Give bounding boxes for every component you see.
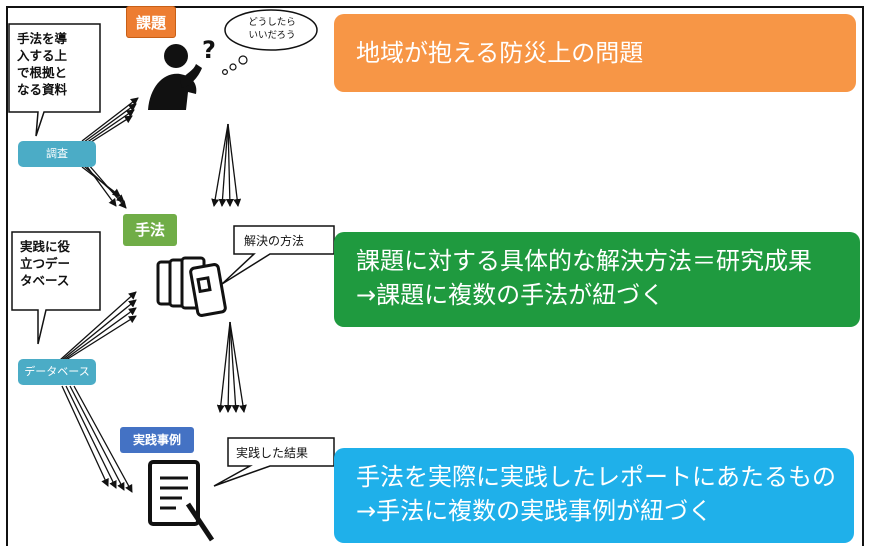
- tag-jissen-jirei: 実践事例: [120, 427, 194, 453]
- node-database: データベース: [18, 359, 96, 385]
- person-thinking-icon: ?: [148, 36, 216, 110]
- frame-border: [6, 6, 864, 546]
- callout-box-chousa: [8, 23, 101, 137]
- banner-method: 課題に対する具体的な解決方法＝研究成果 →課題に複数の手法が紐づく: [334, 232, 860, 327]
- tag-kadai: 課題: [126, 6, 176, 38]
- callout-text-chousa: 手法を導 入する上 で根拠と なる資料: [17, 31, 68, 97]
- banner-practice: 手法を実際に実践したレポートにあたるもの →手法に複数の実践事例が紐づく: [334, 448, 854, 543]
- thought-text: どうしたら いいだろう: [248, 17, 296, 41]
- node-chousa: 調査: [18, 141, 96, 167]
- callout-box-db: [11, 231, 101, 345]
- thought-bubble: [222, 9, 318, 75]
- bubble-kekka-shape: [213, 437, 335, 487]
- books-icon: [156, 256, 227, 317]
- bubble-text-kaiketsu: 解決の方法: [244, 234, 305, 248]
- callout-text-db: 実践に役 立つデー タベース: [20, 239, 71, 288]
- svg-text:?: ?: [202, 36, 216, 64]
- tag-shuho: 手法: [123, 214, 177, 246]
- arrow-bundle-icon: [59, 97, 247, 493]
- bubble-kaiketsu-shape: [221, 225, 335, 285]
- banner-problem: 地域が抱える防災上の問題: [334, 14, 856, 92]
- bubble-text-kekka: 実践した結果: [236, 446, 309, 460]
- report-pen-icon: [148, 460, 215, 542]
